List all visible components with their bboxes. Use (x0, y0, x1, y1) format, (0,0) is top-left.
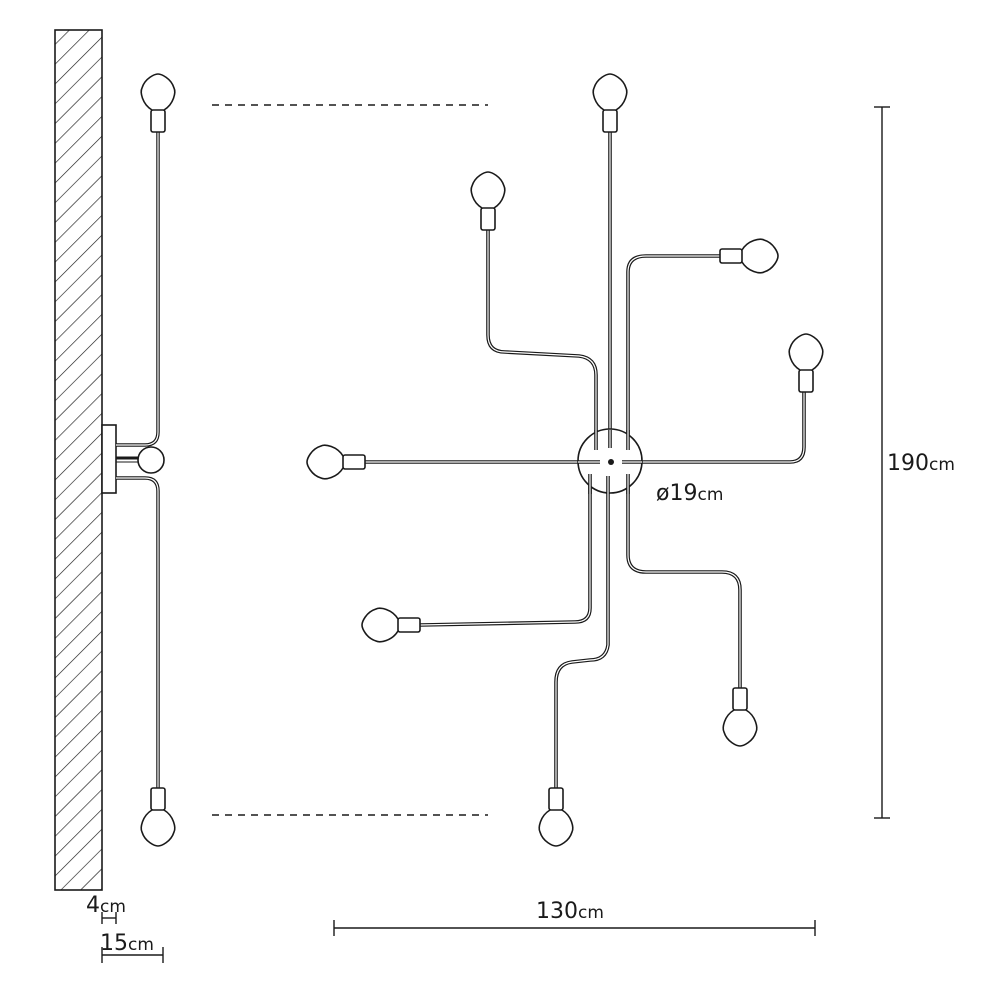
canopy-center-screw (608, 459, 614, 465)
front-bulb-bottom (539, 788, 572, 846)
wall-section (54, 29, 103, 891)
front-bulb-lower-left (362, 608, 420, 641)
height-dimension (874, 106, 890, 819)
front-view (363, 128, 806, 792)
width-label: 130cm (536, 899, 604, 924)
total-depth-dimension (101, 947, 164, 963)
side-top-bulb (140, 73, 176, 133)
front-bulb-left (307, 445, 365, 478)
total-depth-label: 15cm (100, 931, 154, 956)
width-dimension (333, 920, 816, 936)
front-bulb-top (592, 73, 628, 133)
canopy-side (101, 424, 117, 494)
canopy-depth-dimension (101, 912, 117, 924)
side-center-bulb (137, 446, 165, 474)
front-bulb-right (788, 333, 824, 393)
front-bulb-lower-right (723, 688, 756, 746)
side-bottom-bulb (141, 788, 174, 846)
canopy-diameter-label: ø19cm (656, 481, 723, 506)
front-bulb-upper-right (720, 239, 778, 272)
side-view (54, 29, 176, 891)
front-bulb-upper-left (470, 171, 506, 231)
height-label: 190cm (887, 451, 955, 476)
canopy-depth-label: 4cm (86, 893, 126, 918)
